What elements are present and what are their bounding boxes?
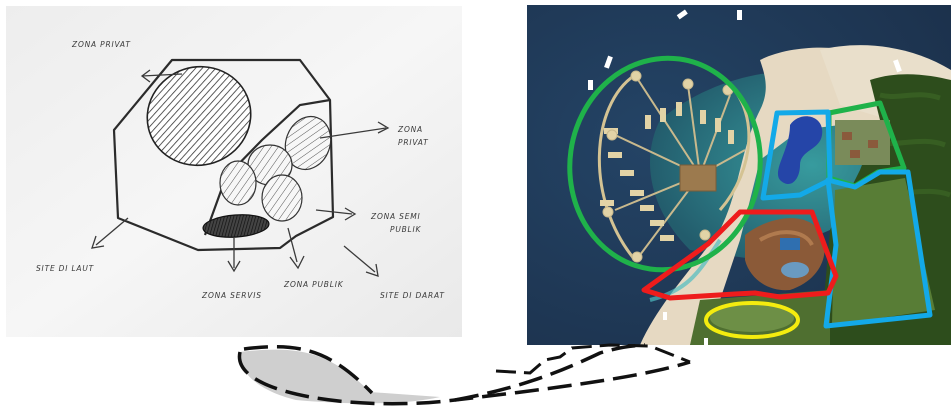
label-zona-privat-top: ZONA PRIVAT <box>71 40 131 49</box>
label-zona-semi-publik-line2: PUBLIK <box>390 225 422 234</box>
zone-semi-publik-b <box>220 161 256 205</box>
label-zona-semi-publik-line1: ZONA SEMI <box>370 212 421 221</box>
dashed-connector <box>239 345 690 404</box>
site-plan-panel <box>527 5 951 346</box>
label-zona-servis: ZONA SERVIS <box>201 291 262 300</box>
label-zona-privat-right-line1: ZONA <box>397 125 423 134</box>
connector-arc-return <box>455 345 645 400</box>
connector-fill <box>240 350 440 404</box>
sketch-panel: ZONA PRIVAT ZONA PRIVAT ZONA SEMI PUBLIK… <box>6 6 462 337</box>
label-zona-privat-right-line2: PRIVAT <box>398 138 429 147</box>
zone-semi-publik-c <box>262 175 302 221</box>
label-site-di-laut: SITE DI LAUT <box>36 264 95 273</box>
label-site-di-darat: SITE DI DARAT <box>380 291 445 300</box>
label-zona-publik: ZONA PUBLIK <box>283 280 344 289</box>
